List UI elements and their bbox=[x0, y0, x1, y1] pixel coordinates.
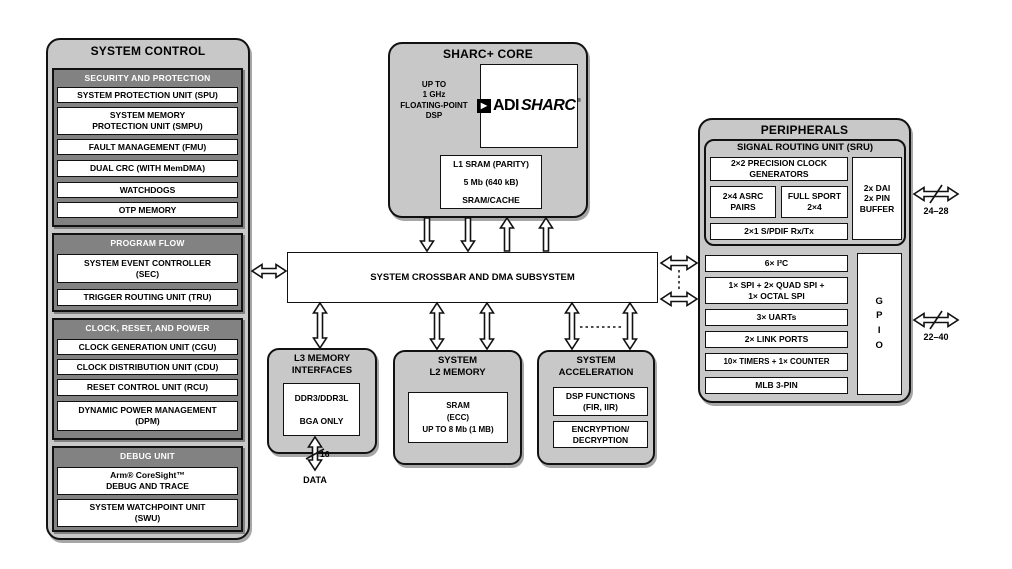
fmu-box: FAULT MANAGEMENT (FMU) bbox=[57, 139, 238, 155]
sharc-core-title: SHARC+ CORE bbox=[443, 47, 533, 61]
smpu-box: SYSTEM MEMORY PROTECTION UNIT (SMPU) bbox=[57, 107, 238, 135]
sharc-wordmark: SHARC bbox=[521, 97, 576, 114]
core-to-crossbar-arrow bbox=[460, 217, 476, 253]
spdif-box: 2×1 S/PDIF Rx/Tx bbox=[710, 223, 848, 240]
encryption-box: ENCRYPTION/ DECRYPTION bbox=[553, 421, 648, 448]
l2-sram-box: SRAM (ECC) UP TO 8 Mb (1 MB) bbox=[408, 392, 508, 443]
gpio-bus-slash bbox=[929, 310, 943, 330]
timers-box: 10× TIMERS + 1× COUNTER bbox=[705, 353, 848, 371]
cdu-box: CLOCK DISTRIBUTION UNIT (CDU) bbox=[57, 359, 238, 375]
adi-wordmark: ADI bbox=[492, 97, 520, 114]
registered-mark: ® bbox=[577, 97, 582, 104]
sc-crossbar-arrow bbox=[250, 263, 288, 279]
ddr3-box: DDR3/DDR3L BGA ONLY bbox=[283, 383, 360, 436]
crossbar-to-core-arrow bbox=[499, 216, 515, 252]
crossbar-to-core-arrow bbox=[538, 216, 554, 252]
gpio-box: G P I O bbox=[857, 253, 902, 395]
spi-box: 1× SPI + 2× QUAD SPI + 1× OCTAL SPI bbox=[705, 277, 848, 304]
crossbar-l2-arrow bbox=[429, 301, 445, 351]
crossbar-l2-arrow bbox=[479, 301, 495, 351]
adi-play-icon: ▶ bbox=[476, 99, 491, 113]
l3-memory-title: L3 MEMORY INTERFACES bbox=[291, 353, 353, 376]
watchdogs-box: WATCHDOGS bbox=[57, 182, 238, 198]
crossbar-l3-arrow bbox=[312, 301, 328, 350]
sec-box: SYSTEM EVENT CONTROLLER (SEC) bbox=[57, 254, 238, 283]
dsp-functions-box: DSP FUNCTIONS (FIR, IIR) bbox=[553, 387, 648, 416]
full-sport-box: FULL SPORT 2×4 bbox=[781, 186, 848, 218]
crossbar-periph-arrow bbox=[659, 291, 699, 307]
debug-unit-header: DEBUG UNIT bbox=[120, 451, 175, 461]
i2c-box: 6× I²C bbox=[705, 255, 848, 272]
tru-box: TRIGGER ROUTING UNIT (TRU) bbox=[57, 289, 238, 306]
asrc-box: 2×4 ASRC PAIRS bbox=[710, 186, 776, 218]
dpm-box: DYNAMIC POWER MANAGEMENT (DPM) bbox=[57, 401, 238, 431]
l2-memory-title: SYSTEM L2 MEMORY bbox=[429, 355, 486, 378]
security-protection-header: SECURITY AND PROTECTION bbox=[84, 73, 211, 83]
precision-clock-box: 2×2 PRECISION CLOCK GENERATORS bbox=[710, 157, 848, 181]
l3-data-label: DATA bbox=[303, 475, 327, 485]
uart-box: 3× UARTs bbox=[705, 309, 848, 326]
adi-sharc-logo-box: ▶ ADI SHARC ® bbox=[476, 64, 582, 148]
adi-sharc-logo: ▶ ADI SHARC ® bbox=[476, 96, 582, 116]
dai-pin-buffer-box: 2x DAI 2x PIN BUFFER bbox=[852, 157, 902, 240]
swu-box: SYSTEM WATCHPOINT UNIT (SWU) bbox=[57, 499, 238, 527]
gpio-external-arrow bbox=[912, 312, 960, 328]
clock-reset-power-header: CLOCK, RESET, AND POWER bbox=[85, 323, 210, 333]
peripherals-title: PERIPHERALS bbox=[760, 123, 849, 137]
crossbar-accel-arrow bbox=[564, 301, 580, 351]
core-description: UP TO 1 GHz FLOATING-POINT DSP bbox=[400, 80, 468, 121]
core-to-crossbar-arrow bbox=[419, 217, 435, 253]
dai-bus-slash bbox=[929, 184, 943, 204]
cgu-box: CLOCK GENERATION UNIT (CGU) bbox=[57, 339, 238, 355]
program-flow-header: PROGRAM FLOW bbox=[110, 238, 185, 248]
system-control-title: SYSTEM CONTROL bbox=[90, 44, 206, 58]
rcu-box: RESET CONTROL UNIT (RCU) bbox=[57, 379, 238, 396]
link-ports-box: 2× LINK PORTS bbox=[705, 331, 848, 348]
sru-title: SIGNAL ROUTING UNIT (SRU) bbox=[737, 142, 873, 153]
l1-sram-box: L1 SRAM (PARITY) 5 Mb (640 kB) SRAM/CACH… bbox=[440, 155, 542, 209]
crossbar-periph-arrow bbox=[659, 255, 699, 271]
crossbar-box: SYSTEM CROSSBAR AND DMA SUBSYSTEM bbox=[287, 252, 658, 303]
acceleration-title: SYSTEM ACCELERATION bbox=[558, 355, 634, 378]
gpio-pin-count-label: 22–40 bbox=[923, 332, 949, 342]
mlb-box: MLB 3-PIN bbox=[705, 377, 848, 394]
dai-pin-count-label: 24–28 bbox=[923, 206, 949, 216]
dai-external-arrow bbox=[912, 186, 960, 202]
crossbar-accel-arrow bbox=[622, 301, 638, 351]
spu-box: SYSTEM PROTECTION UNIT (SPU) bbox=[57, 87, 238, 103]
dual-crc-box: DUAL CRC (WITH MemDMA) bbox=[57, 160, 238, 177]
l3-bus-width-label: 16 bbox=[320, 449, 330, 459]
otp-memory-box: OTP MEMORY bbox=[57, 202, 238, 218]
coresight-box: Arm® CoreSight™ DEBUG AND TRACE bbox=[57, 467, 238, 495]
